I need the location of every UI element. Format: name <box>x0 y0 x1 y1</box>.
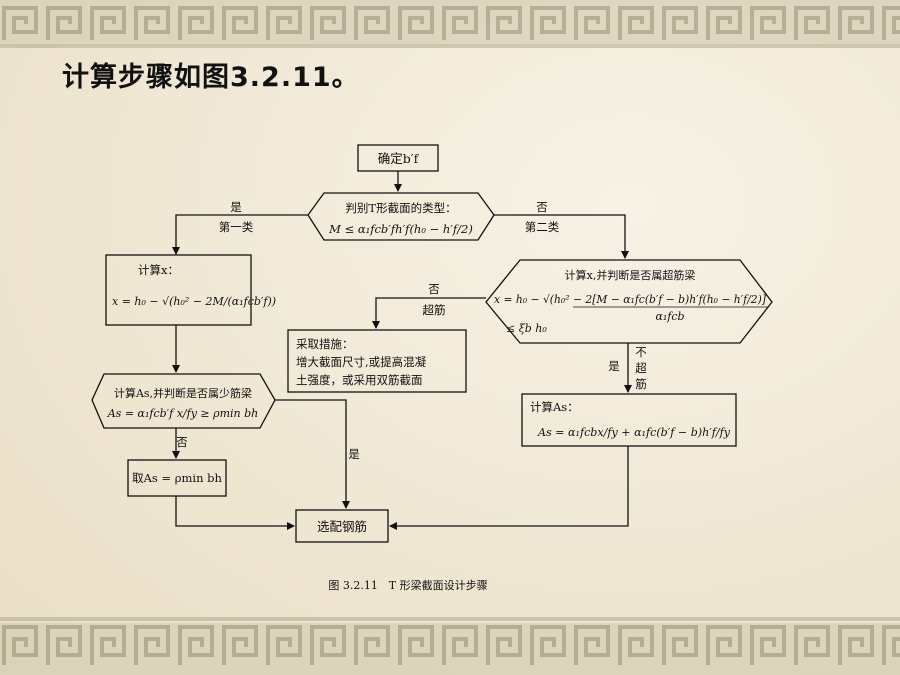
start-text: 确定b′f <box>378 151 420 166</box>
measures-box <box>287 329 467 393</box>
decision3-line2b: α₁fcb <box>655 310 684 323</box>
figure-caption: 图 3.2.11 T 形梁截面设计步骤 <box>328 578 487 592</box>
calc-x1-box <box>105 254 252 326</box>
select-rebar-text: 选配钢筋 <box>317 519 367 534</box>
not-over-char2: 超 <box>635 361 647 375</box>
decision3-hexagon <box>485 259 773 344</box>
decision2-line1: 计算As,并判断是否属少筋梁 <box>114 386 252 400</box>
yes2-label: 是 <box>348 447 360 461</box>
decision3-line1: 计算x,并判断是否属超筋梁 <box>565 268 696 282</box>
decision3-line2a: x = h₀ − √(h₀² − 2[M − α₁fc(b′f − b)h′f(… <box>494 293 767 306</box>
over-reinforced-label: 超筋 <box>423 303 446 317</box>
decision3-line3: ≤ ξb h₀ <box>506 322 547 335</box>
bottom-border-pattern <box>0 617 900 675</box>
no3-label: 否 <box>428 282 440 296</box>
calc-x1-line2: x = h₀ − √(h₀² − 2M/(α₁fcb′f)) <box>112 295 276 308</box>
no1-class-label: 第二类 <box>525 220 560 234</box>
decision2-line2: As = α₁fcb′f x/fy ≥ ρmin bh <box>107 407 259 420</box>
decision1-line2: M ≤ α₁fcb′fh′f(h₀ − h′f/2) <box>328 222 473 236</box>
top-border-pattern <box>0 0 900 48</box>
decision1-line1: 判别T形截面的类型： <box>345 201 456 215</box>
not-over-char3: 筋 <box>635 377 647 391</box>
take-as-box <box>127 459 227 497</box>
yes1-label: 是 <box>230 200 242 214</box>
calc-as2-line2: As = α₁fcbx/fy + α₁fc(b′f − b)h′f/fy <box>537 426 731 439</box>
calc-as2-box <box>521 393 737 447</box>
measures-line3: 土强度，或采用双筋截面 <box>296 373 423 387</box>
select-rebar-box <box>295 509 389 543</box>
measures-line2: 增大截面尺寸,或提高混凝 <box>296 355 427 369</box>
measures-line1: 采取措施： <box>296 337 354 351</box>
no1-label: 否 <box>536 200 548 214</box>
calc-x1-line1: 计算x： <box>138 263 179 277</box>
no2-label: 否 <box>176 435 188 449</box>
calc-as2-line1: 计算As： <box>530 400 579 414</box>
take-as-text: 取As = ρmin bh <box>132 471 222 485</box>
yes3-label: 是 <box>608 359 620 373</box>
page-title: 计算步骤如图3.2.11。 <box>62 62 360 93</box>
not-over-char1: 不 <box>635 345 647 359</box>
yes1-class-label: 第一类 <box>219 220 254 234</box>
